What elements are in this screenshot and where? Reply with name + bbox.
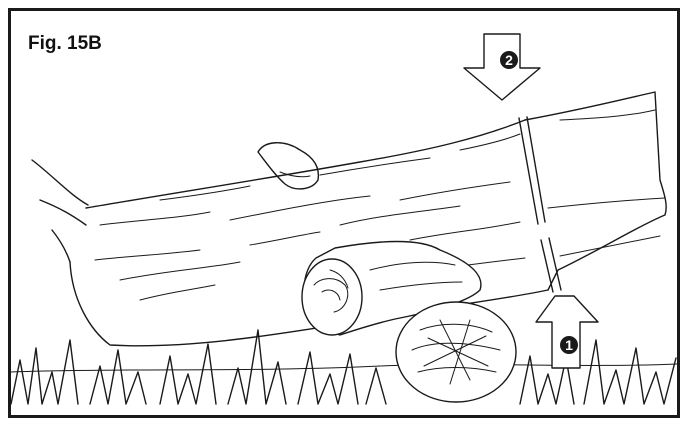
cut-1-number: 1 bbox=[565, 337, 573, 353]
cut-1-arrow-marker: 1 bbox=[536, 296, 598, 368]
cut-2-arrow-marker: 2 bbox=[464, 34, 540, 100]
log-cross-section bbox=[396, 302, 516, 402]
cut-2-number: 2 bbox=[505, 52, 513, 68]
